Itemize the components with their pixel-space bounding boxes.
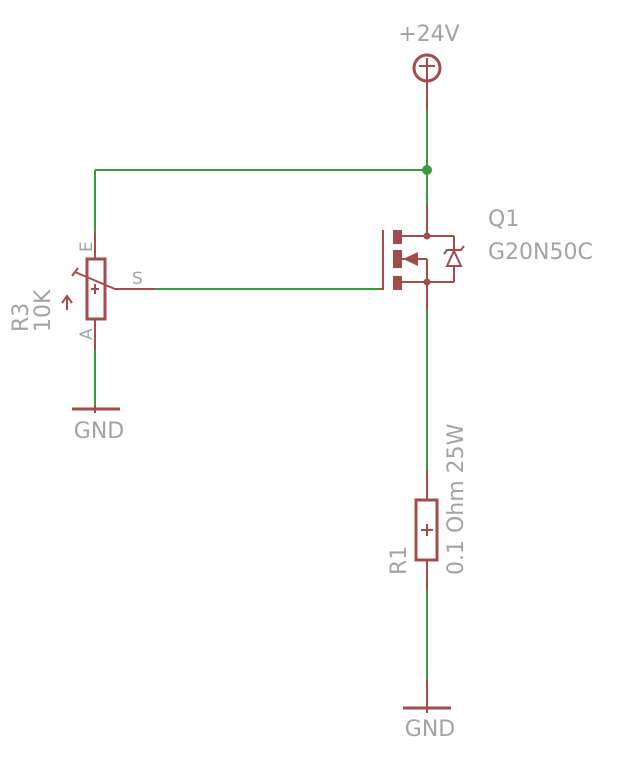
potentiometer-r3[interactable]: E A S R3 10K (9, 232, 155, 350)
r3-designator: R3 (9, 303, 34, 332)
drain-junction (423, 232, 431, 240)
channel-drain-segment (393, 230, 402, 244)
ground-left[interactable]: GND (72, 405, 124, 444)
q1-designator: Q1 (488, 207, 519, 232)
supply-label: +24V (398, 22, 459, 47)
junction-dot (422, 165, 432, 175)
pot-pin-e: E (77, 241, 97, 252)
supply-symbol[interactable]: +24V (398, 22, 460, 110)
pot-pin-s: S (132, 269, 143, 289)
zener-bar (443, 245, 465, 255)
gnd-right-label: GND (405, 717, 455, 742)
zener-diode-icon (445, 248, 463, 267)
channel-source-segment (393, 276, 402, 290)
pot-wiper-tick (71, 267, 79, 277)
r1-designator: R1 (387, 546, 412, 575)
resistor-r1[interactable]: R1 0.1 Ohm 25W (387, 423, 469, 590)
pot-pin-a: A (77, 328, 97, 340)
gnd-left-label: GND (74, 419, 124, 444)
q1-value: G20N50C (488, 240, 593, 265)
r3-value: 10K (31, 289, 56, 332)
body-arrow-icon (403, 252, 418, 266)
r1-value: 0.1 Ohm 25W (444, 423, 469, 575)
pot-wiper (74, 271, 155, 290)
arrow-up-icon (61, 294, 73, 304)
wires (94, 110, 432, 705)
mosfet-q1[interactable]: Q1 G20N50C (380, 205, 593, 310)
channel-body-segment (393, 250, 402, 268)
ground-right[interactable]: GND (403, 680, 455, 742)
